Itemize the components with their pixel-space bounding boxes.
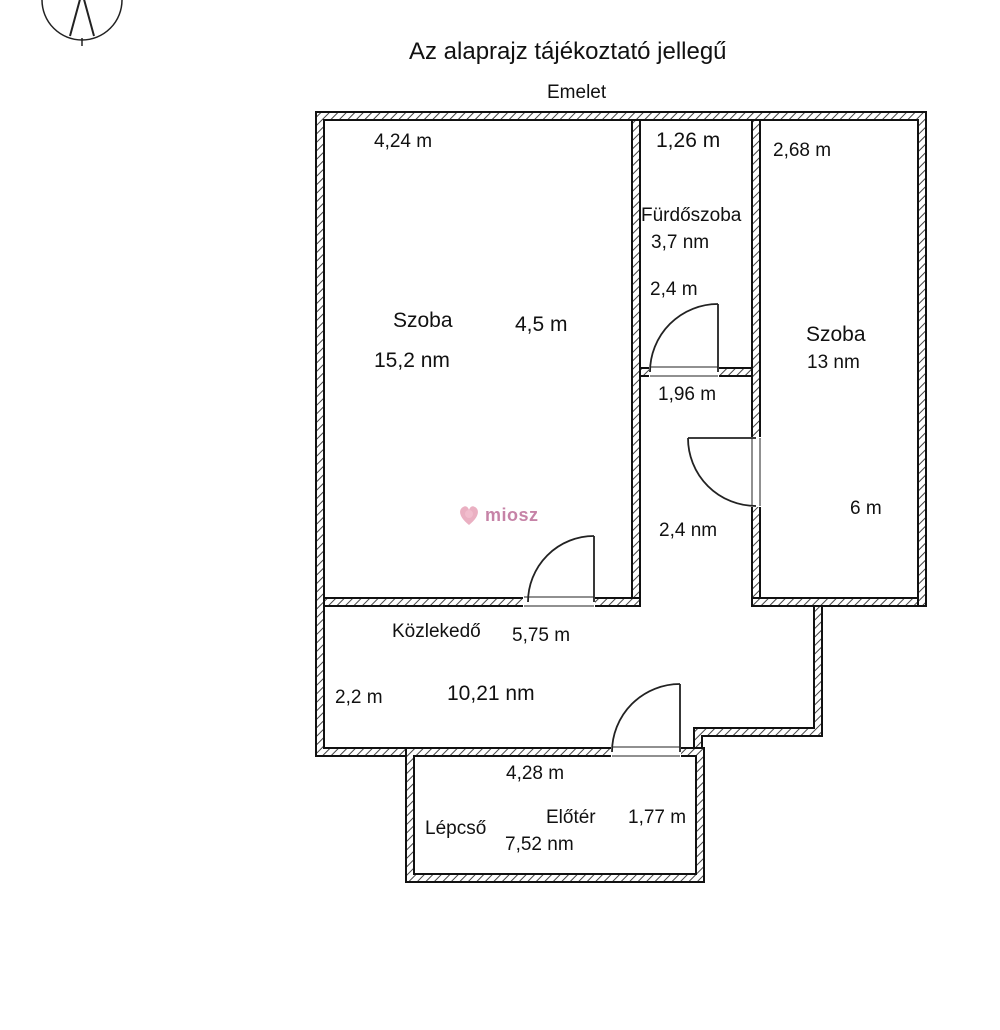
plan-title: Az alaprajz tájékoztató jellegű [409, 38, 727, 65]
door-kozlekedo [611, 683, 681, 757]
north-arrow-icon [41, 0, 123, 46]
eloter-name: Előtér [546, 807, 596, 828]
szoba-right-name: Szoba [806, 323, 866, 346]
kozlekedo-width: 5,75 m [512, 625, 571, 646]
kozlekedo-name: Közlekedő [392, 621, 481, 642]
szoba-left-depth: 4,5 m [515, 313, 568, 336]
kozlekedo-area: 10,21 nm [447, 682, 535, 705]
walls [315, 111, 927, 883]
kozlekedo-depth: 2,2 m [335, 687, 383, 708]
lepcso-name: Lépcső [425, 818, 487, 839]
watermark-text: miosz [485, 504, 539, 525]
miosz-logo-icon [460, 506, 478, 525]
szoba-left-width: 4,24 m [374, 131, 433, 152]
wall-szoba-south [323, 597, 641, 607]
furdoszoba-depth: 2,4 m [650, 279, 698, 300]
eloter-width: 4,28 m [506, 763, 565, 784]
lower-wall [405, 747, 705, 883]
door-gaps [523, 367, 761, 757]
door-szoba [524, 535, 595, 607]
eloter-depth: 1,77 m [628, 807, 687, 828]
furdoszoba-name: Fürdőszoba [641, 205, 742, 226]
hall-width: 1,96 m [658, 384, 717, 405]
door-right-szoba [687, 437, 761, 507]
floor-label: Emelet [547, 82, 607, 103]
watermark: miosz [456, 502, 539, 528]
hall-area: 2,4 nm [659, 520, 718, 541]
szoba-right-area: 13 nm [807, 352, 860, 373]
doors [524, 303, 761, 757]
furdoszoba-area: 3,7 nm [651, 232, 710, 253]
szoba-left-area: 15,2 nm [374, 349, 450, 372]
wall-right-room-south [751, 597, 919, 607]
szoba-right-width: 2,68 m [773, 140, 832, 161]
szoba-right-depth: 6 m [850, 498, 882, 519]
eloter-area: 7,52 nm [505, 834, 574, 855]
szoba-left-name: Szoba [393, 309, 453, 332]
door-furdoszoba [649, 303, 719, 377]
wall-szoba-east [631, 119, 641, 607]
furdoszoba-width: 1,26 m [656, 129, 721, 152]
wall-right-room-west [751, 119, 761, 605]
outer-wall [315, 111, 927, 757]
